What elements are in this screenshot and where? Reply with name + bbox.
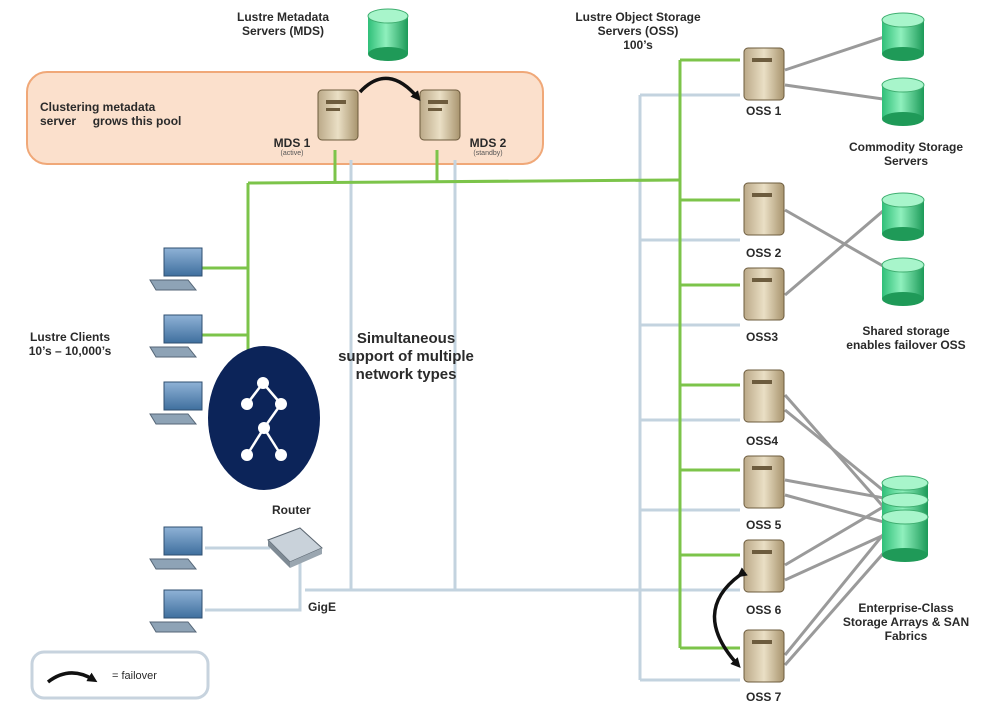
clients-label-line-2: 10’s – 10,000’s bbox=[28, 344, 112, 358]
router-label: Router bbox=[272, 503, 311, 517]
clients-label-line-1: Lustre Clients bbox=[29, 330, 110, 344]
oss-title: Lustre Object Storage Servers (OSS) 100’… bbox=[548, 10, 728, 52]
legend-failover-label: = failover bbox=[112, 670, 157, 682]
commodity-storage-line-2: Servers bbox=[883, 154, 929, 168]
network-lines-gray bbox=[205, 93, 740, 682]
mds-2-label: MDS 2 (standby) bbox=[458, 136, 518, 158]
shared-storage-label: Shared storage enables failover OSS bbox=[826, 324, 986, 352]
oss-title-line-2: Servers (OSS) bbox=[597, 24, 679, 38]
enterprise-storage-line-2: Storage Arrays & SAN bbox=[842, 615, 970, 629]
commodity-storage-label: Commodity Storage Servers bbox=[826, 140, 986, 168]
network-types-line-3: network types bbox=[355, 366, 457, 383]
oss-server-icons bbox=[743, 47, 785, 683]
mds-2-server-icon bbox=[419, 89, 461, 141]
oss-4-label: OSS4 bbox=[746, 434, 779, 448]
network-types-line-1: Simultaneous bbox=[356, 330, 456, 347]
oss-7-label: OSS 7 bbox=[746, 690, 782, 704]
mds-title-line-2: Servers (MDS) bbox=[241, 24, 325, 38]
shared-storage-line-1: Shared storage bbox=[862, 324, 950, 338]
oss-5-label: OSS 5 bbox=[746, 518, 782, 532]
oss-2-label: OSS 2 bbox=[746, 246, 782, 260]
enterprise-storage-cylinders bbox=[881, 475, 929, 562]
commodity-storage-line-1: Commodity Storage bbox=[848, 140, 963, 154]
client-computer-icons bbox=[149, 247, 203, 633]
mds-1-server-icon bbox=[317, 89, 359, 141]
oss-3-label: OSS3 bbox=[746, 330, 779, 344]
mds-2-name: MDS 2 bbox=[469, 136, 507, 150]
mds-storage-cylinder bbox=[367, 8, 409, 61]
network-lines-green bbox=[200, 58, 740, 650]
oss-server-slots bbox=[752, 58, 772, 644]
oss-title-line-3: 100’s bbox=[623, 38, 653, 52]
enterprise-storage-line-3: Fabrics bbox=[884, 629, 928, 643]
network-tree-logo-icon bbox=[208, 346, 320, 490]
router-icon bbox=[267, 527, 323, 568]
enterprise-storage-label: Enterprise-Class Storage Arrays & SAN Fa… bbox=[826, 601, 986, 643]
legend-failover-arrow bbox=[46, 671, 98, 684]
storage-links bbox=[783, 33, 897, 666]
oss-failover-arrow bbox=[712, 567, 748, 668]
mds-1-label: MDS 1 (active) bbox=[262, 136, 322, 158]
enterprise-storage-line-1: Enterprise-Class bbox=[858, 601, 954, 615]
mds-1-state: (active) bbox=[280, 150, 304, 157]
shared-storage-cylinders bbox=[881, 192, 925, 306]
network-types-line-2: support of multiple bbox=[338, 348, 474, 365]
commodity-storage-cylinders bbox=[881, 12, 925, 126]
clustering-note-line-2: server grows this pool bbox=[40, 114, 182, 128]
clustering-note: Clustering metadata server grows this po… bbox=[40, 100, 181, 128]
network-types-label: Simultaneous support of multiple network… bbox=[316, 330, 496, 384]
oss-title-line-1: Lustre Object Storage bbox=[575, 10, 701, 24]
legend-box bbox=[30, 650, 210, 700]
mds-title: Lustre Metadata Servers (MDS) bbox=[208, 10, 358, 38]
oss-6-label: OSS 6 bbox=[746, 603, 782, 617]
mds-2-state: (standby) bbox=[473, 150, 503, 157]
clustering-note-line-1: Clustering metadata bbox=[40, 100, 156, 114]
clients-label: Lustre Clients 10’s – 10,000’s bbox=[8, 330, 132, 358]
mds-failover-arrow bbox=[358, 76, 421, 102]
mds-1-name: MDS 1 bbox=[273, 136, 311, 150]
shared-storage-line-2: enables failover OSS bbox=[846, 338, 966, 352]
oss-1-label: OSS 1 bbox=[746, 104, 782, 118]
gige-label: GigE bbox=[308, 600, 337, 614]
mds-title-line-1: Lustre Metadata bbox=[236, 10, 330, 24]
